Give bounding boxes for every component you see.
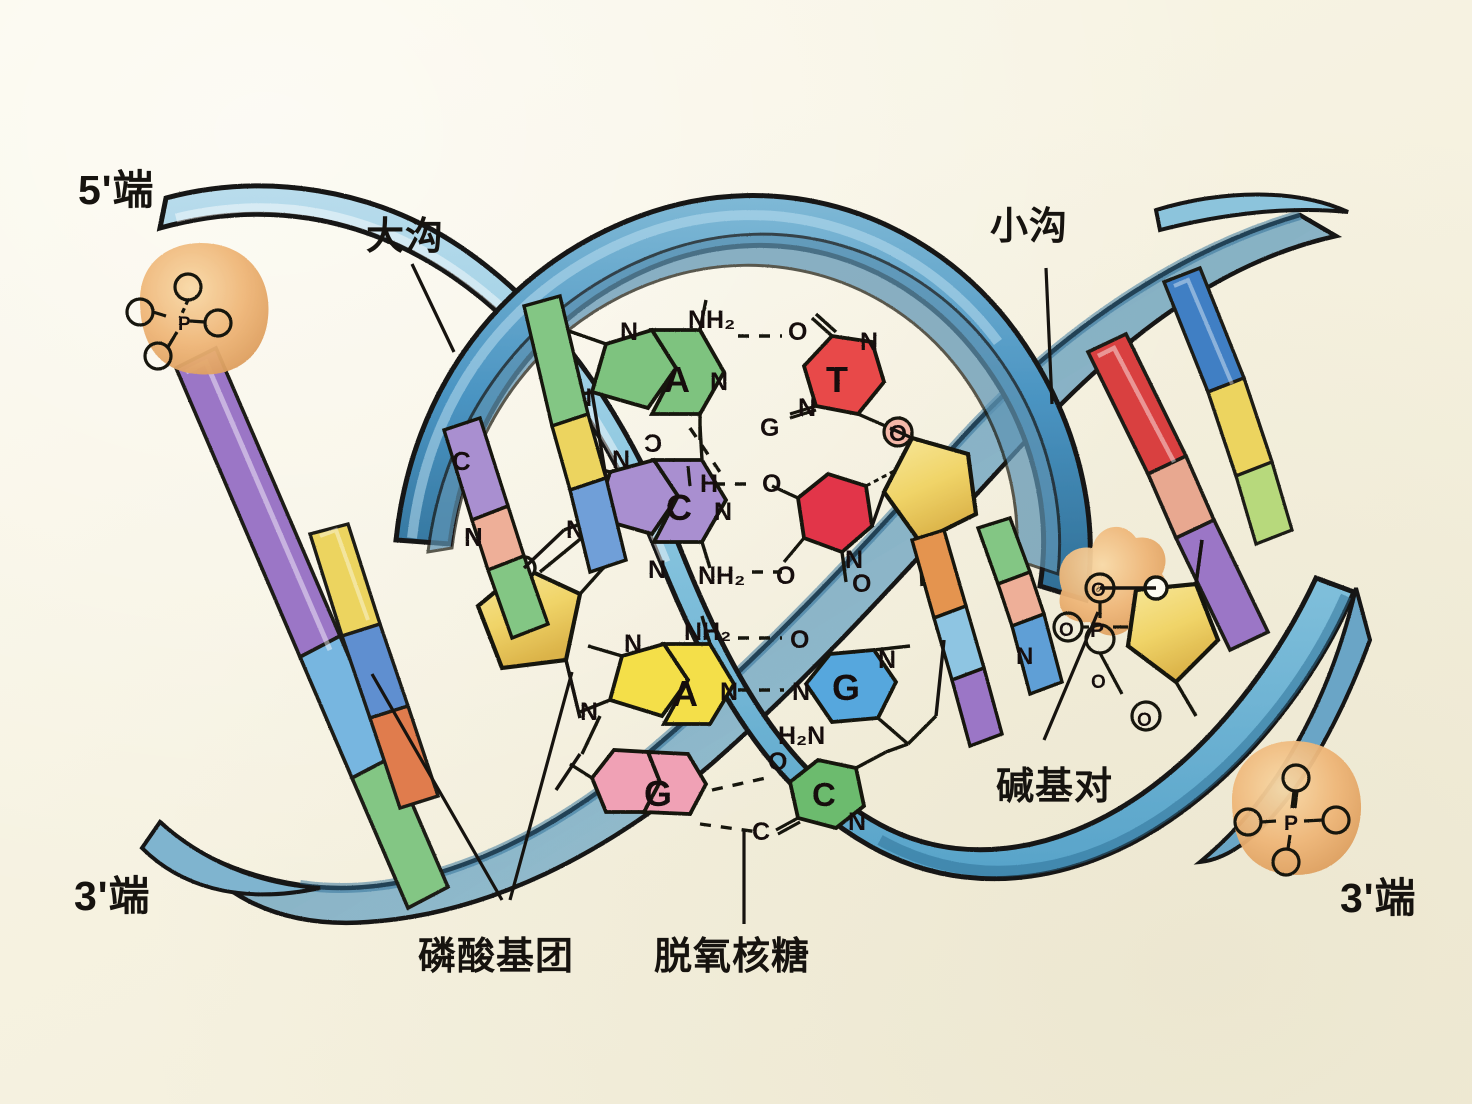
atom-O: O [768,748,787,776]
atom-N: N [648,556,666,584]
atom-N: N [714,498,732,526]
atom-N: N [624,630,642,658]
rung-red-purple [1085,331,1271,653]
atom-G: G [760,414,779,442]
label-3prime-right: 3'端 [1340,875,1417,921]
base-letter-A1: A [664,359,690,400]
atom-O-label-a: O [1091,580,1106,601]
atom-N: N [580,698,598,726]
hydrogen-bonds-pair3 [738,636,784,692]
leader-minor-groove [1044,267,1054,405]
atom-H2N: H₂N [778,722,825,750]
atom-C: C [452,446,471,476]
atom-H: H [700,470,718,498]
hydrogen-bonds-pair2 [714,482,782,574]
base-letter-T: T [826,359,848,400]
deoxyribose-sugar-right-lower [1125,539,1221,717]
rung-yellow-orange [307,521,441,811]
phosphate-group-3prime: P [1232,741,1362,877]
leader-phosphate-a [370,673,504,901]
base-letter-G2: G [644,773,672,814]
atom-N: N [845,546,863,574]
label-major-groove: 大沟 [366,216,445,258]
base-cytosine-green: C N O C [752,742,909,846]
base-letter-A2: A [672,673,698,714]
atom-N: N [620,318,638,346]
base-letter-G1: G [832,667,860,708]
rung-blue-yellow [1161,265,1294,547]
atom-N: N [848,808,866,836]
atom-N: N [720,678,738,706]
atom-N: N [612,446,630,474]
ribbon-tails [139,192,1373,897]
rung-purple-green [173,345,451,911]
base-guanine-blue: G N N H₂N O [778,626,938,750]
atom-N: N [792,678,810,706]
base-adenine-green: A N N N Ɔ NH₂ [555,299,735,458]
glycosidic-bonds [522,391,1204,791]
base-pair-rungs-right [1085,265,1294,653]
label-3prime-left: 3'端 [74,873,151,919]
leader-base-pair [1042,611,1100,741]
atom-N: N [860,328,878,356]
leader-phosphate-b [508,671,574,901]
label-phosphate-group: 磷酸基团 [418,936,575,978]
leader-major-groove [410,263,456,353]
base-thymine-red: T N N O G O [760,312,914,448]
base-pair-rungs-left [173,345,451,911]
base-pair-3: A N N N NH₂ G N N H₂N O [579,615,938,755]
atom-O-label-d: O [1137,710,1152,731]
atom-N: N [464,522,483,552]
base-adenine-yellow: A N N N NH₂ [579,615,738,755]
atom-NH2: NH₂ [684,618,731,646]
atom-O: O [788,318,807,346]
label-5prime-left: 5'端 [78,167,155,213]
atom-N: N [798,394,816,422]
atom-O: O [852,570,871,598]
atom-P: P [178,314,191,335]
phosphate-group-5prime: P [125,242,269,375]
base-pyrimidine-red-2: N O O O [762,468,897,598]
atom-N: N [1016,643,1033,670]
atom-NH2: NH₂ [698,562,745,590]
atom-O-label-c: O [1091,672,1106,693]
label-base-pair: 碱基对 [996,766,1114,808]
base-stub-right: N [909,515,1065,749]
atom-O: O [776,562,795,590]
atom-P: P [1284,812,1298,835]
label-deoxyribose: 脱氧核糖 [654,936,811,978]
label-minor-groove: 小沟 [990,206,1069,248]
atom-O-label-b: O [1059,620,1074,641]
atom-NH2: NH₂ [688,306,735,334]
label-leader-lines [370,263,1100,924]
atom-O: O [790,626,809,654]
atom-C: C [752,818,770,846]
hydrogen-bonds-pair4 [699,776,767,834]
atom-N: N [710,368,728,396]
atom-N: N [878,646,896,674]
base-letter-C1: C [666,487,692,528]
atom-O: O [762,470,781,498]
base-pair-1: A N N N Ɔ NH₂ T N N O G O [555,299,914,479]
base-letter-C2: C [812,776,836,813]
atom-O: Ɔ [644,430,662,458]
hydrogen-bonds-pair1 [688,334,782,479]
